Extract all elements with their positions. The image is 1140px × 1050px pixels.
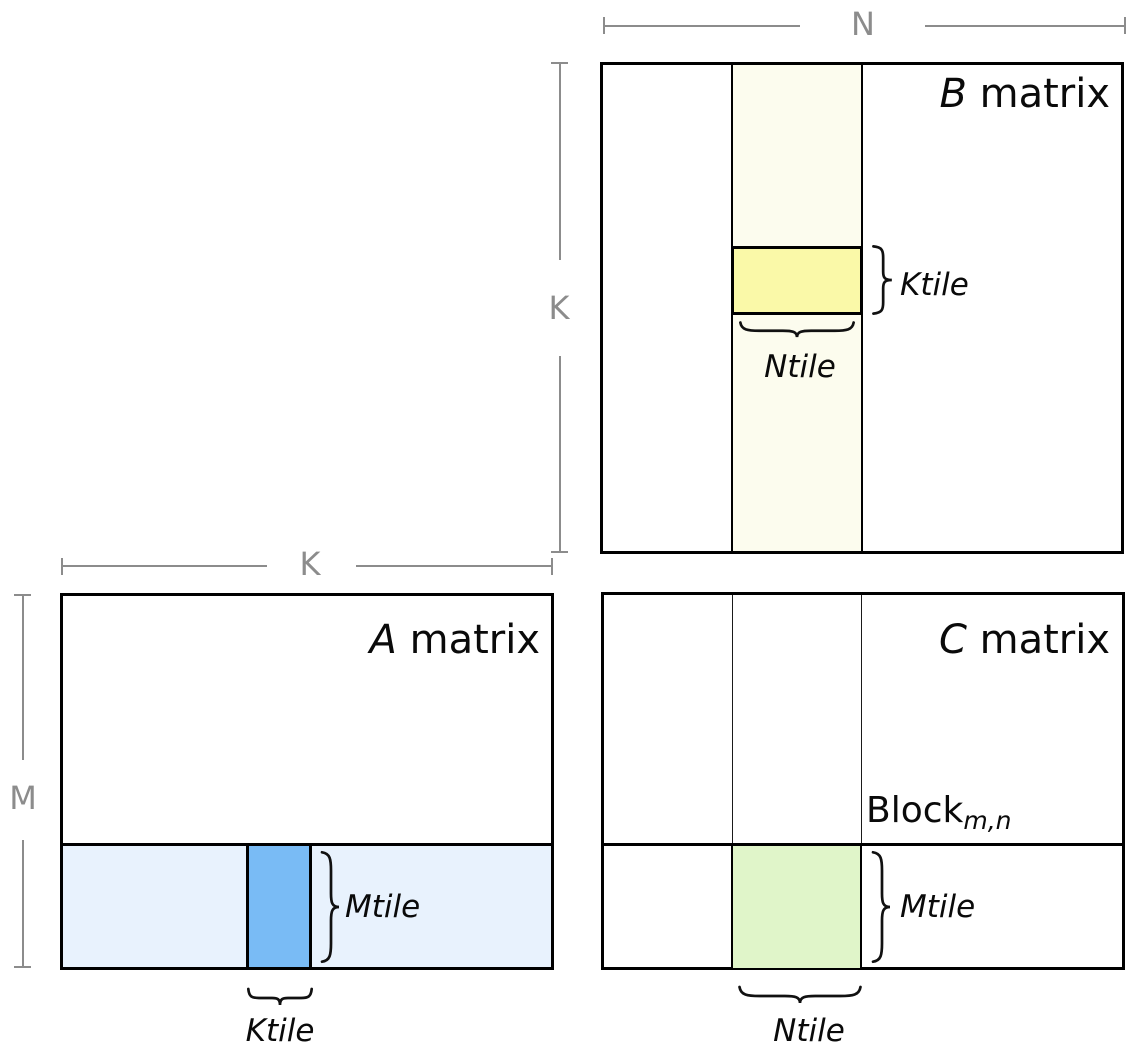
m-dimension-label: M: [9, 779, 37, 817]
m-dim-bottom-tick: [14, 966, 31, 968]
a-matrix-title-word: matrix: [396, 617, 540, 663]
c-block-annotation-subscript: m,n: [963, 806, 1012, 835]
b-ntile-label: Ntile: [764, 349, 836, 385]
c-matrix-title: C matrix: [800, 618, 1110, 662]
c-matrix-title-word: matrix: [966, 617, 1110, 663]
a-mtile-brace: [317, 850, 341, 964]
m-dim-line-top: [22, 595, 24, 760]
n-dim-line-right: [925, 25, 1126, 27]
c-matrix-title-var: C: [938, 617, 967, 663]
ka-dim-line-left: [62, 565, 267, 567]
k-dimension-label-b: K: [548, 289, 570, 327]
n-dim-right-tick: [1124, 17, 1126, 34]
a-matrix-title-var: A: [369, 617, 397, 663]
b-matrix-title-word: matrix: [966, 71, 1110, 117]
b-ntile-brace: [738, 318, 856, 338]
b-ktile-label: Ktile: [900, 267, 969, 303]
c-ntile-label: Ntile: [773, 1013, 845, 1049]
c-block-tile: [731, 843, 862, 968]
c-ntile-brace: [737, 982, 863, 1004]
n-dimension-label: N: [851, 5, 875, 43]
a-ktile-brace: [247, 984, 313, 1006]
c-mtile-brace: [868, 850, 892, 964]
b-ktile-block: [731, 246, 863, 315]
ka-dim-right-tick: [551, 558, 553, 575]
c-column-line-right: [861, 595, 862, 967]
kb-dim-bottom-tick: [551, 551, 568, 553]
c-row-divider: [604, 843, 1122, 846]
c-block-annotation: Blockm,n: [866, 790, 1012, 835]
b-matrix-title: B matrix: [800, 72, 1110, 116]
a-ktile-block: [246, 843, 312, 967]
b-matrix-title-var: B: [939, 71, 967, 117]
c-block-annotation-base: Block: [866, 790, 964, 831]
m-dim-line-bottom: [22, 840, 24, 968]
kb-dim-line-bottom: [559, 356, 561, 552]
k-dimension-label-a: K: [299, 545, 321, 583]
c-matrix-box: [601, 592, 1125, 970]
a-matrix-title: A matrix: [230, 618, 540, 662]
c-mtile-label: Mtile: [900, 889, 976, 925]
kb-dim-line-top: [559, 63, 561, 260]
c-column-line-left: [732, 595, 733, 967]
n-dim-line-left: [603, 25, 800, 27]
a-ktile-label: Ktile: [245, 1013, 315, 1049]
a-mtile-label: Mtile: [345, 889, 421, 925]
b-ktile-brace: [868, 245, 894, 315]
ka-dim-line-right: [356, 565, 552, 567]
